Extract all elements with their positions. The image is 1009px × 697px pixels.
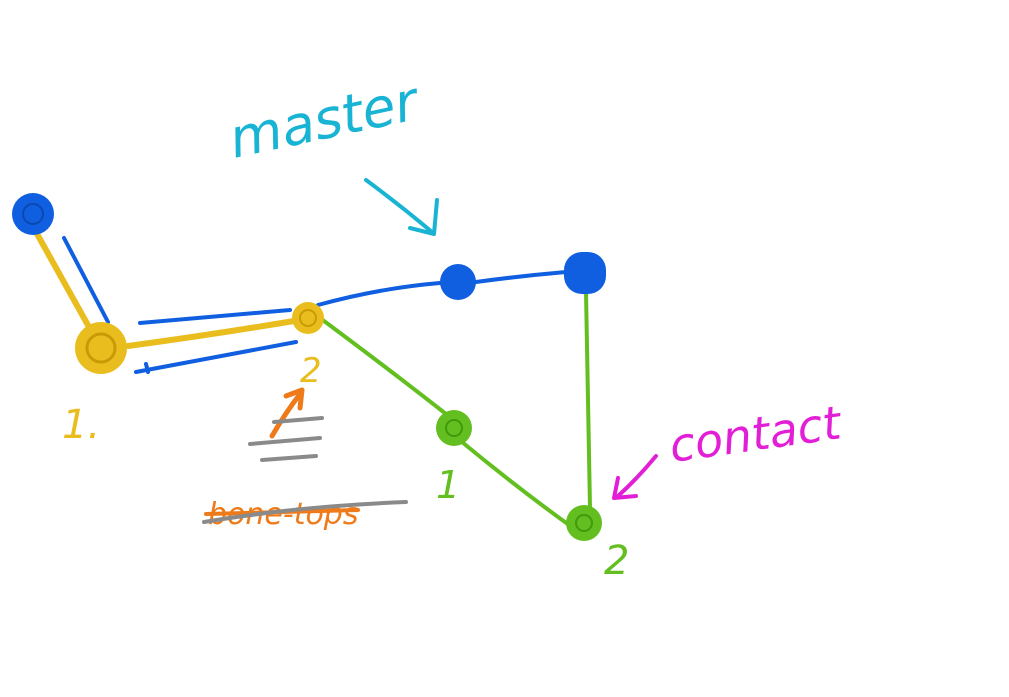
nodes <box>12 193 606 541</box>
master-label: master <box>224 69 426 171</box>
master-arrow-head <box>408 198 439 236</box>
yellow-edge-mid <box>125 317 303 349</box>
gray-line-1 <box>272 416 324 424</box>
yellow-node-2-label: 2 <box>300 351 322 391</box>
green-node-1 <box>436 410 472 446</box>
contact-label: contact <box>666 395 846 473</box>
strike-line-gray <box>202 500 408 524</box>
blue-node-middle <box>440 264 476 300</box>
contact-arrow-head <box>612 476 638 500</box>
green-node-2 <box>566 505 602 541</box>
green-edge-1 <box>318 316 448 416</box>
green-node-1-ring <box>445 419 463 437</box>
green-edge-3 <box>584 290 592 510</box>
green-node-1-label: 1 <box>436 463 460 507</box>
yellow-node-2 <box>292 302 324 334</box>
green-node-2-label: 2 <box>604 538 629 584</box>
gray-line-2 <box>248 436 322 446</box>
yellow-node-1-ring <box>85 332 117 364</box>
contact-chain <box>318 290 592 532</box>
blue-edge-mid-lower <box>134 340 298 374</box>
arrows <box>269 178 658 500</box>
blue-node-right <box>564 252 606 294</box>
yellow-node-1 <box>75 322 127 374</box>
gray-hatching <box>248 416 324 462</box>
contact-arrow-icon <box>616 454 658 498</box>
orange-arrow-head <box>283 387 305 411</box>
gray-line-3 <box>260 454 318 462</box>
yellow-node-2-ring <box>299 309 317 327</box>
blue-edge-mid-upper <box>138 308 292 325</box>
orange-arrow-icon <box>269 391 303 439</box>
blue-node-top-left <box>12 193 54 235</box>
green-node-2-ring <box>575 514 593 532</box>
blue-node-top-left-ring <box>22 203 44 225</box>
labels: master contact 1. 2 1 2 bone-tops <box>62 69 846 584</box>
blue-edge-right-b <box>474 270 568 284</box>
yellow-chain <box>33 229 303 349</box>
yellow-node-1-label: 1. <box>62 402 100 448</box>
green-edge-2 <box>460 440 578 532</box>
blue-edge-left-inner <box>62 236 110 324</box>
blue-tick <box>144 362 150 374</box>
yellow-edge-left <box>33 229 97 339</box>
blue-edge-right-a <box>316 281 442 307</box>
master-arrow-icon <box>364 178 434 234</box>
